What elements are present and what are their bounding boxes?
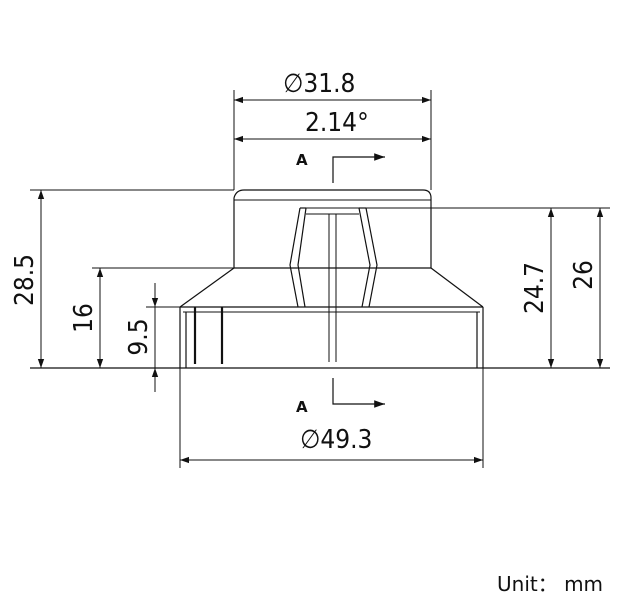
dim-knob-height: 24.7 bbox=[520, 262, 550, 314]
dim-cap-height: 26 bbox=[569, 260, 599, 290]
unit-value: mm bbox=[564, 572, 604, 596]
dim-base-height: 9.5 bbox=[124, 318, 154, 355]
unit-prefix: Unit： bbox=[497, 572, 558, 596]
dim-bottom-diameter: ∅49.3 bbox=[300, 425, 372, 455]
unit-label: Unit： mm bbox=[497, 568, 603, 597]
knob-outline bbox=[30, 189, 610, 369]
section-label-bottom: A bbox=[296, 398, 308, 416]
dimension-lines bbox=[37, 96, 604, 464]
dim-total-height: 28.5 bbox=[10, 254, 40, 306]
dim-top-diameter: ∅31.8 bbox=[283, 69, 355, 99]
dim-skirt-height: 16 bbox=[69, 303, 99, 333]
dim-angle: 2.14° bbox=[305, 108, 369, 138]
section-marker-top: A bbox=[296, 151, 385, 183]
section-marker-bottom: A bbox=[296, 378, 385, 416]
section-label-top: A bbox=[296, 151, 308, 169]
